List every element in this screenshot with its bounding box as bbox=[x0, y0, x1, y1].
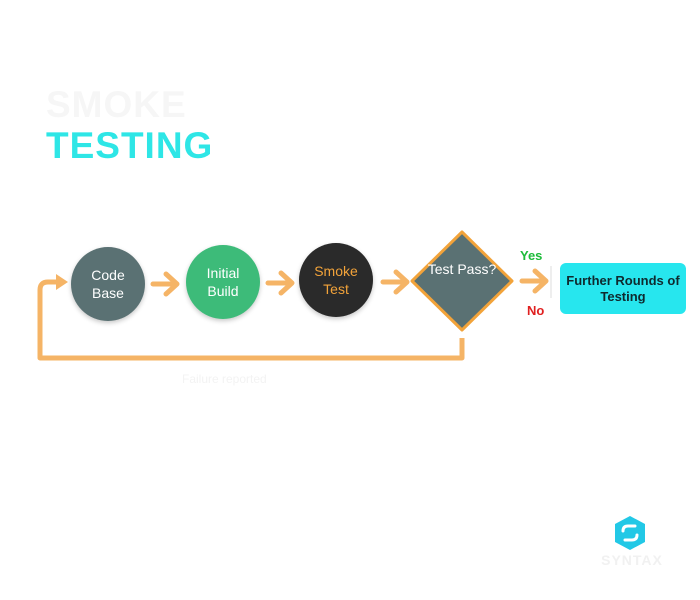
syntax-logo bbox=[586, 514, 678, 574]
code-base-label: Code Base bbox=[91, 267, 125, 301]
arrow-code-to-build bbox=[150, 271, 180, 297]
loop-caption: Failure reported bbox=[182, 372, 267, 386]
arrow-smoke-to-test bbox=[380, 269, 410, 295]
arrow-build-to-smoke bbox=[265, 270, 295, 296]
logo-wordmark: SYNTAX bbox=[601, 552, 663, 568]
syntax-hexagon-icon bbox=[615, 516, 645, 550]
further-rounds-label: Further Rounds of Testing bbox=[566, 272, 680, 304]
no-label: No bbox=[527, 303, 545, 318]
code-base-node: Code Base bbox=[71, 247, 145, 321]
feedback-loop-arrowhead bbox=[56, 274, 68, 290]
title-line-testing: TESTING bbox=[46, 125, 214, 166]
title-line-smoke: SMOKE bbox=[46, 84, 187, 125]
arrow-test-to-further bbox=[519, 268, 549, 294]
test-pass-diamond bbox=[410, 230, 514, 332]
feedback-loop-line bbox=[37, 279, 465, 361]
further-rounds-box: Further Rounds of Testing bbox=[560, 263, 686, 314]
initial-build-node: Initial Build bbox=[186, 245, 260, 319]
yes-label: Yes bbox=[520, 248, 543, 263]
smoke-test-label: Smoke Test bbox=[314, 263, 358, 297]
initial-build-label: Initial Build bbox=[206, 265, 240, 299]
test-pass-label: Test Pass? bbox=[427, 261, 497, 277]
smoke-test-node: Smoke Test bbox=[299, 243, 373, 317]
